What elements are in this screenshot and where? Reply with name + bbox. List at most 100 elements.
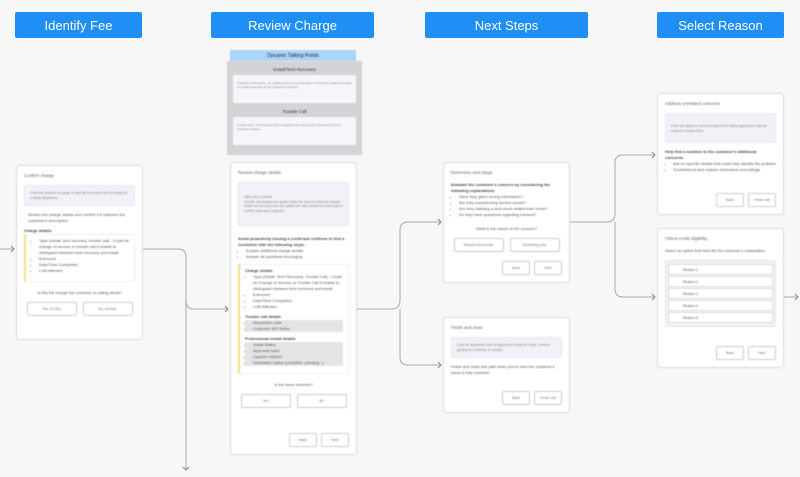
card-body: Avoid proactively issuing a credit and c… [238, 236, 345, 247]
card-title: Determine next steps [451, 170, 493, 175]
card-check-credit-eligibility: Check credit eligibility Select an optio… [657, 228, 784, 368]
something-else-button[interactable]: Something else [509, 238, 560, 252]
list-item: Approval notes [253, 348, 343, 354]
section-title: Trouble call details [245, 314, 282, 319]
card-note: Talk to the customer Trouble call charge… [238, 182, 349, 226]
card-title: Finish and close [451, 325, 483, 330]
yes-button[interactable]: Yes, it's this [26, 302, 77, 316]
list-item: $ Amount [253, 292, 343, 298]
section-title: Professional install details [245, 336, 296, 341]
connector-card2-card4 [399, 309, 441, 366]
column-header-next-steps: Next Steps [425, 12, 588, 38]
back-button[interactable]: Back [716, 346, 744, 360]
talking-point-text: Trouble Call - A technician visit fee ap… [233, 117, 356, 145]
reason-option[interactable]: Reason 4 [668, 300, 773, 311]
note-line: Install and recovery fees are applied pe… [244, 204, 343, 213]
next-button[interactable]: Next [748, 346, 776, 360]
list-item: Date/Time Completed [39, 262, 129, 268]
arrow-icon [10, 245, 15, 253]
list-item: Installation status (complete, pending..… [253, 360, 343, 366]
card-question: Is this the charge the customer is calli… [37, 290, 122, 295]
charge-details: Type (Install, tech recovery, trouble ca… [24, 234, 135, 282]
back-button[interactable]: Back [289, 433, 317, 447]
card-note: Customer believes a charge on their bill… [24, 185, 135, 206]
card-body: Evaluate the customer's concern by consi… [451, 182, 551, 193]
list-item: Are they experiencing service issues? [459, 200, 562, 206]
list-item: Install Status [253, 342, 343, 348]
column-header-select-reason: Select Reason [657, 12, 784, 38]
list-item: LOB Affected [253, 304, 343, 310]
list-item: LOB Affected [39, 268, 129, 274]
connector-card3-card6 [614, 222, 655, 298]
back-button[interactable]: Back [502, 391, 530, 405]
reason-option[interactable]: Reason 1 [668, 264, 773, 275]
talking-point-text: Install/Tech Recovery - An additional fe… [233, 75, 356, 103]
card-note: If the call relates to concerns beyond t… [665, 113, 776, 143]
note-line: Trouble call charges are applied when th… [244, 199, 341, 204]
list-item: Resolution code [253, 320, 343, 326]
list-item: $ Amount [39, 256, 129, 262]
connector-card2-card3 [357, 221, 441, 310]
list-item: Troubleshoot and explore resolutions acc… [673, 167, 776, 173]
list-item: Capture method [253, 354, 343, 360]
talking-points-title: Dynamic Talking Points [230, 50, 356, 61]
arrow-icon [651, 293, 656, 301]
finish-call-button[interactable]: Finish call [748, 193, 776, 207]
arrow-icon [651, 151, 656, 159]
card-question: What is the nature of the concern? [475, 226, 538, 231]
card-body: Select an option that best fits the cust… [665, 248, 767, 253]
finish-call-button[interactable]: Finish call [534, 391, 562, 405]
reason-option[interactable]: Reason 3 [668, 288, 773, 299]
column-header-review-charge: Review Charge [211, 12, 374, 38]
card-title: Confirm charge [24, 173, 55, 178]
yes-button[interactable]: Yes [240, 394, 291, 408]
no-button[interactable]: No [296, 394, 347, 408]
card-title: Address unrelated concerns [665, 101, 720, 106]
talking-point-title: Install/Tech Recovery [273, 67, 316, 72]
list-item: Were they given wrong information? [459, 194, 562, 200]
card-address-unrelated-concerns: Address unrelated concerns If the call r… [657, 93, 784, 215]
list-item: Ask for specific details that could help… [673, 161, 776, 167]
section-title: Charge details [24, 228, 52, 233]
connector-card1-card2 [185, 299, 228, 310]
column-header-identify-fee: Identify Fee [15, 12, 142, 38]
list-item: Do they have questions regarding consent… [459, 212, 562, 218]
connector-card3-card5 [570, 154, 655, 223]
list-item: Are they claiming a tech never visited t… [459, 206, 562, 212]
arrow-down-icon [182, 466, 190, 471]
arrow-icon [224, 305, 229, 313]
card-review-charge-details: Review charge details Talk to the custom… [230, 162, 357, 455]
request-technician-button[interactable]: Request technician [453, 238, 504, 252]
reason-option[interactable]: Reason 2 [668, 276, 773, 287]
list-item: Answer all questions thoroughly [246, 254, 349, 260]
card-question: Is the issue resolved? [274, 382, 313, 387]
next-button[interactable]: Next [534, 261, 562, 275]
reason-option[interactable]: Reason 5 [668, 312, 773, 323]
card-note: If you've determined that no adjustment … [451, 337, 562, 358]
list-item: Customer WO Notes [253, 326, 343, 332]
talking-point-title: Trouble Call [282, 109, 307, 114]
next-button[interactable]: Next [321, 433, 349, 447]
back-button[interactable]: Back [502, 261, 530, 275]
arrow-icon [437, 218, 442, 226]
details-panel: Charge details Type (Install, Tech Recov… [238, 264, 349, 374]
note-line: Talk to the customer [244, 195, 273, 199]
arrow-icon [794, 293, 799, 301]
card-body: Help find a solution to the customer's a… [665, 149, 757, 160]
no-button[interactable]: No, another [82, 302, 133, 316]
connector-card1-down [143, 248, 187, 470]
list-item: Date/Time Completed [253, 298, 343, 304]
card-title: Review charge details [238, 170, 281, 175]
card-title: Check credit eligibility [665, 236, 708, 241]
arrow-icon [437, 361, 442, 369]
card-finish-and-close: Finish and close If you've determined th… [443, 317, 570, 413]
talking-points-panel: Install/Tech Recovery Install/Tech Recov… [227, 61, 362, 155]
card-body: Review the charge details and confirm if… [28, 212, 125, 223]
section-title: Charge details [245, 268, 273, 273]
list-item: Type (Install, tech recovery, trouble ca… [39, 238, 129, 256]
card-determine-next-steps: Determine next steps Evaluate the custom… [443, 162, 570, 283]
list-item: Type (Install, Tech Recovery, Trouble Ca… [253, 274, 343, 292]
card-body: Finish and close this path when you're s… [451, 364, 555, 375]
back-button[interactable]: Back [716, 193, 744, 207]
